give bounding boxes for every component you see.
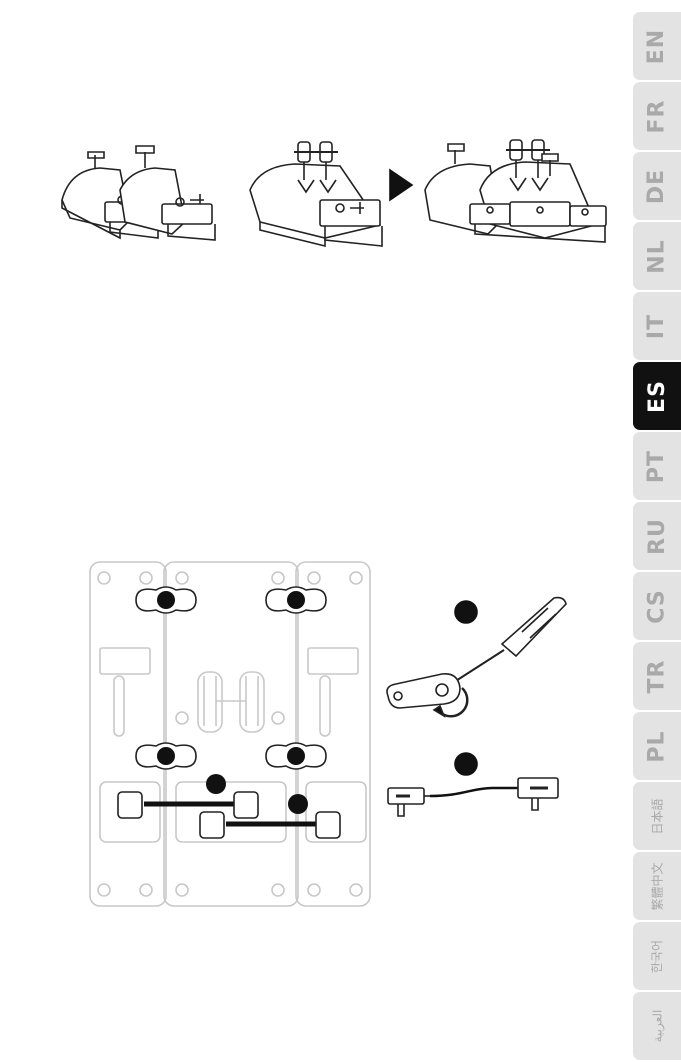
tab-lang-6[interactable]: PT — [633, 432, 681, 500]
tab-lang-4[interactable]: IT — [633, 292, 681, 360]
callout-marker — [455, 753, 477, 775]
tab-lang-2[interactable]: DE — [633, 152, 681, 220]
callout-marker — [455, 601, 477, 623]
tab-lang-1[interactable]: FR — [633, 82, 681, 150]
tab-lang-9[interactable]: TR — [633, 642, 681, 710]
tab-label: TR — [644, 659, 669, 693]
tab-label: PL — [645, 730, 670, 762]
tab-lang-12[interactable]: 繁體中文 — [633, 852, 681, 920]
tab-label: CS — [645, 589, 670, 623]
tools-diagram — [382, 592, 572, 822]
tab-lang-3[interactable]: NL — [633, 222, 681, 290]
tab-lang-8[interactable]: CS — [633, 572, 681, 640]
tab-lang-14[interactable]: العربية — [633, 992, 681, 1060]
language-tabs: EN FR DE NL IT ES PT RU CS TR PL 日本語 繁體中… — [633, 12, 681, 1062]
tab-label: DE — [644, 168, 669, 203]
tab-lang-13[interactable]: 한국어 — [633, 922, 681, 990]
tab-label: EN — [644, 28, 669, 63]
usb-cable-icon — [388, 778, 558, 816]
tab-label: العربية — [650, 1010, 664, 1043]
tab-label: 한국어 — [649, 939, 666, 972]
tab-label: ES — [645, 380, 670, 413]
right-module-base — [296, 562, 370, 906]
screw-holes — [157, 591, 305, 765]
tab-label: NL — [645, 239, 670, 273]
single-lever-module-right — [120, 146, 215, 240]
tab-lang-10[interactable]: PL — [633, 712, 681, 780]
tab-label: PT — [644, 449, 669, 482]
tab-lang-7[interactable]: RU — [633, 502, 681, 570]
base-plate-underside-diagram — [86, 556, 376, 911]
dual-lever-module — [250, 142, 382, 246]
mount-plate-icon — [387, 674, 460, 708]
throttle-assembly-illustration — [50, 130, 610, 260]
tab-label: RU — [645, 518, 670, 555]
assembled-throttle — [425, 140, 606, 242]
tab-label: 日本語 — [648, 798, 665, 834]
tab-lang-0[interactable]: EN — [633, 12, 681, 80]
callout-marker — [206, 774, 226, 794]
callout-marker — [288, 794, 308, 814]
tab-label: FR — [645, 99, 670, 133]
tab-lang-11[interactable]: 日本語 — [633, 782, 681, 850]
play-arrow-icon — [390, 170, 412, 200]
tab-label: 繁體中文 — [649, 862, 666, 910]
center-module-base — [164, 562, 298, 906]
tab-lang-5[interactable]: ES — [633, 362, 681, 430]
left-module-base — [90, 562, 166, 906]
tab-label: IT — [644, 313, 669, 338]
